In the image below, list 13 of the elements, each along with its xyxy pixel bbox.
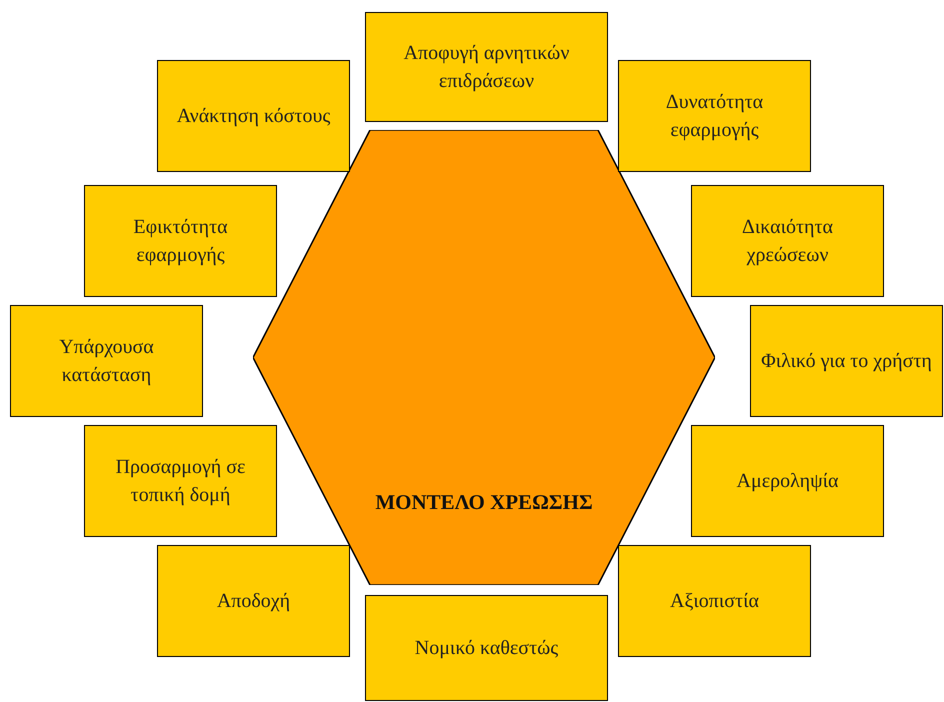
attribute-box: Αποδοχή [157, 545, 350, 657]
attribute-box: Ανάκτηση κόστους [157, 60, 350, 172]
attribute-box: Δικαιότητα χρεώσεων [691, 185, 884, 297]
attribute-box: Αποφυγή αρνητικών επιδράσεων [365, 12, 608, 122]
attribute-box: Νομικό καθεστώς [365, 595, 608, 701]
attribute-box: Αξιοπιστία [618, 545, 811, 657]
attribute-box: Υπάρχουσα κατάσταση [10, 305, 203, 417]
attribute-box: Εφικτότητα εφαρμογής [84, 185, 277, 297]
center-title: ΜΟΝΤΕΛΟ ΧΡΕΩΣΗΣ [374, 490, 594, 515]
attribute-box: Αμεροληψία [691, 425, 884, 537]
attribute-box: Δυνατότητα εφαρμογής [618, 60, 811, 172]
attribute-box: Προσαρμογή σε τοπική δομή [84, 425, 277, 537]
attribute-box: Φιλικό για το χρήστη [750, 305, 943, 417]
